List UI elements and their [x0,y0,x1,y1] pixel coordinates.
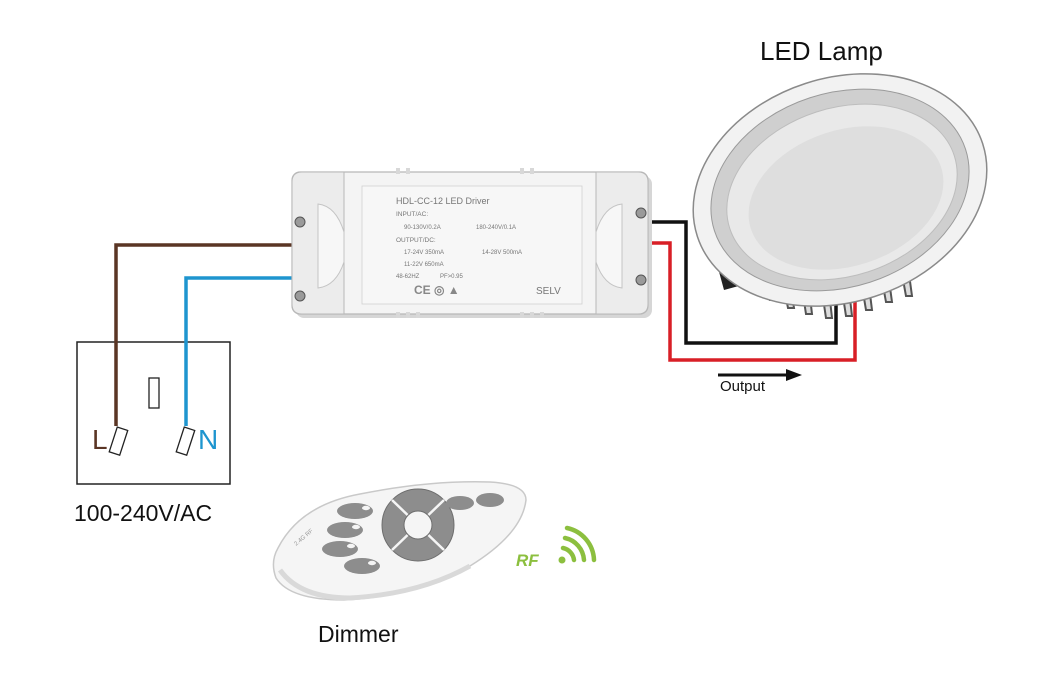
rf-signal-icon [558,525,597,564]
driver-output-option-1: 17-24V 350mA [404,250,444,256]
negative-output-wire [648,220,838,345]
driver-input-heading: INPUT/AC: [396,211,428,218]
live-wire [114,243,300,426]
voltage-label: 100-240V/AC [74,500,213,526]
neutral-terminal-label: N [198,424,219,455]
driver-input-option-2: 180-240V/0.1A [476,225,516,231]
remote-center-button[interactable] [403,510,433,540]
remote-button-7[interactable] [362,505,370,511]
neutral-wire [184,276,300,426]
remote-button-6[interactable] [476,493,504,507]
output-arrow [718,369,802,381]
output-label: Output [720,378,766,395]
ce-mark-icon: CE ◎ ▲ [414,283,460,297]
remote-button-2[interactable] [327,522,363,538]
driver-output-option-2: 14-28V 500mA [482,250,522,256]
remote-button-4[interactable] [344,558,380,574]
live-pin [108,426,129,457]
driver-selv-mark: SELV [536,286,561,297]
driver-power-factor: PF>0.95 [440,274,464,280]
remote-button-3[interactable] [322,541,358,557]
remote-button-1[interactable] [337,503,373,519]
earth-slot [148,377,160,409]
remote-button-5[interactable] [446,496,474,510]
dimmer-remote: 2.4G RF [272,481,527,601]
live-terminal-label: L [92,424,108,455]
driver-output-option-3: 11-22V 650mA [404,262,444,268]
wall-socket [76,341,231,485]
led-lamp-label: LED Lamp [760,36,883,66]
driver-title: HDL-CC-12 LED Driver [396,196,490,206]
driver-frequency: 48-62HZ [396,274,420,280]
positive-output-wire [648,241,857,362]
driver-output-heading: OUTPUT/DC: [396,237,436,244]
rf-label: RF [516,551,539,570]
driver-input-option-1: 90-130V/0.2A [404,225,441,231]
led-lamp [692,73,988,319]
dimmer-label: Dimmer [318,621,399,647]
led-driver: HDL-CC-12 LED Driver INPUT/AC: 90-130V/0… [291,168,652,318]
neutral-pin [175,426,196,457]
